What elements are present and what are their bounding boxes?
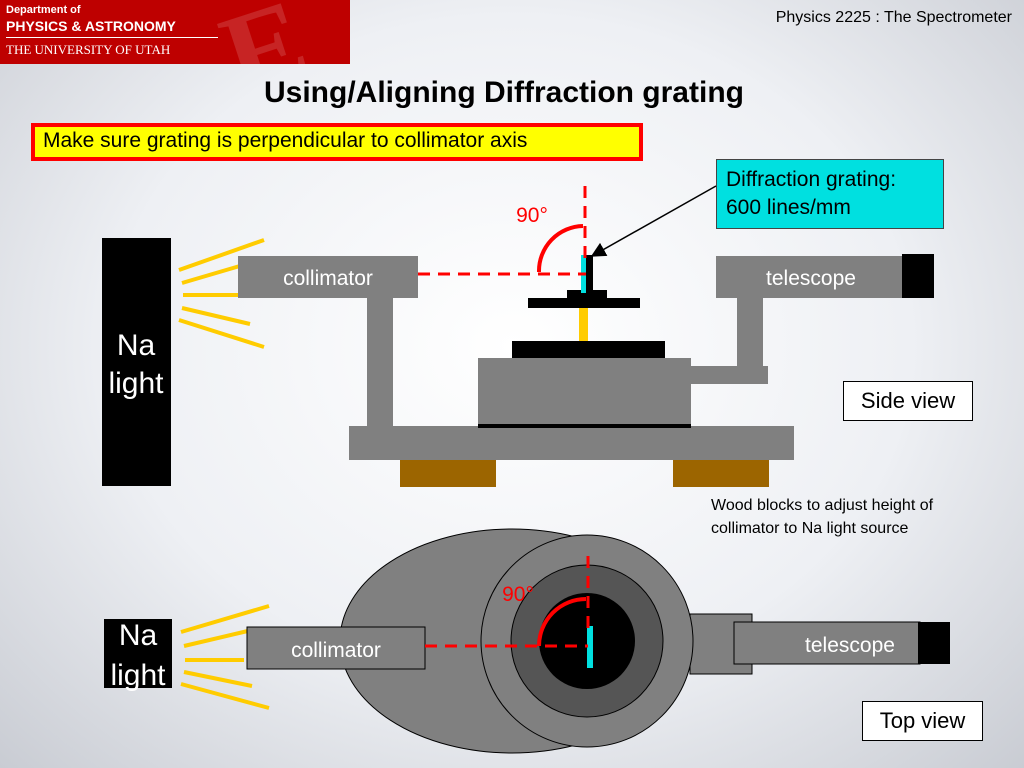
- top-telescope-label: telescope: [805, 634, 895, 657]
- side-telescope: [716, 256, 904, 298]
- logo-line-2: PHYSICS & ASTRONOMY: [6, 18, 176, 34]
- top-view-caption: Top view: [862, 701, 983, 741]
- side-right-angle-arc: [536, 224, 584, 273]
- side-base-plate: [349, 426, 794, 460]
- top-collimator: [246, 626, 426, 670]
- logo-line-1: Department of: [6, 4, 81, 16]
- grating-label-line-2: 600 lines/mm: [726, 196, 851, 219]
- instruction-callout: Make sure grating is perpendicular to co…: [31, 123, 643, 161]
- side-table-stem: [579, 308, 588, 341]
- side-table-body: [478, 358, 691, 426]
- side-telescope-eyepiece: [902, 254, 934, 298]
- side-grating-stage: [528, 298, 640, 308]
- slide-title: Using/Aligning Diffraction grating: [264, 76, 744, 109]
- side-telescope-label: telescope: [766, 267, 856, 290]
- top-na-label-1: Na: [119, 619, 158, 652]
- department-logo: E Department of PHYSICS & ASTRONOMY THE …: [0, 0, 350, 64]
- top-view-diagram: Na light collimator telescope 90°: [104, 528, 950, 754]
- top-angle-label: 90°: [502, 583, 534, 606]
- logo-line-3: THE UNIVERSITY OF UTAH: [6, 42, 171, 57]
- side-telescope-arm: [688, 366, 768, 384]
- grating-pointer-arrow: [590, 185, 717, 257]
- side-na-light-source: [102, 238, 171, 486]
- side-angle-label: 90°: [516, 204, 548, 227]
- top-telescope-eyepiece: [918, 622, 950, 664]
- top-na-label-2: light: [110, 659, 166, 692]
- side-na-label-1: Na: [117, 329, 156, 362]
- top-na-light-source: [104, 619, 172, 688]
- side-wood-block-left: [400, 460, 496, 487]
- side-grating-holder: [567, 290, 607, 298]
- logo-rule: [6, 37, 218, 38]
- grating-label-line-1: Diffraction grating:: [726, 168, 897, 191]
- side-view-caption: Side view: [843, 381, 973, 421]
- side-collimator-post: [367, 297, 393, 426]
- side-collimator-label: collimator: [283, 267, 373, 290]
- side-na-label-2: light: [108, 367, 164, 400]
- side-wood-block-right: [673, 460, 769, 487]
- top-right-angle-arc: [537, 597, 587, 647]
- top-telescope: [733, 621, 921, 665]
- side-view-diagram: Na light collimator telescope: [102, 185, 934, 487]
- diffraction-grating-callout: Diffraction grating: 600 lines/mm: [716, 159, 944, 229]
- course-header: Physics 2225 : The Spectrometer: [775, 9, 1012, 26]
- side-grating-clip: [586, 255, 593, 293]
- side-telescope-post: [737, 297, 763, 367]
- side-table-top: [512, 341, 665, 358]
- top-diffraction-grating: [587, 626, 593, 668]
- top-collimator-label: collimator: [291, 639, 381, 662]
- top-light-rays: [180, 604, 270, 710]
- wood-blocks-note: Wood blocks to adjust height of collimat…: [711, 497, 934, 537]
- side-collimator: [238, 256, 418, 298]
- side-table-bottom-edge: [478, 424, 691, 428]
